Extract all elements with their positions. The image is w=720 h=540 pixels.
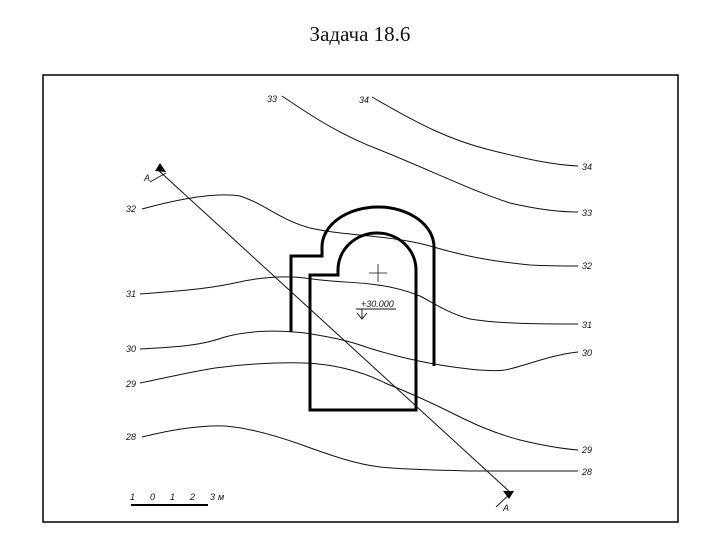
scale-tick-2: 2 [189,492,195,502]
section-line-a-a [156,168,512,494]
contour-label-29-right: 29 [581,445,592,455]
contour-32 [141,194,579,267]
contour-label-33-top: 33 [267,94,277,104]
contour-29 [139,362,579,451]
contour-28 [141,425,578,472]
scale-tick-3: 3 [210,492,215,502]
drawing-frame [42,74,679,523]
section-arrow-end-icon [495,490,514,508]
section-arrow-start-icon [149,163,167,183]
contour-label-33-right: 33 [582,208,592,218]
section-label-start: A [143,173,150,183]
contour-label-31-left: 31 [126,289,136,299]
contour-34 [371,96,579,167]
scale-tick-1: 1 [170,492,175,502]
contour-label-29-left: 29 [125,379,136,389]
contour-label-34-right: 34 [582,162,592,172]
contour-31 [139,276,579,325]
section-label-end: A [502,503,509,513]
building-block-outline [308,231,418,412]
slide-title: Задача 18.6 [309,22,411,46]
contour-label-28-right: 28 [581,467,592,477]
building-outer-wall [289,205,436,366]
contour-label-31-right: 31 [582,320,592,330]
contour-label-28-left: 28 [125,432,136,442]
benchmark-arrow-icon [356,308,396,320]
scale-tick-0: 0 [150,492,155,502]
contour-label-30-left: 30 [126,344,136,354]
contour-33 [281,95,579,213]
center-cross-icon [369,264,387,282]
scale-bar: 1 0 1 2 3 м [130,492,224,506]
benchmark-elevation: +30.000 [361,299,394,309]
contour-label-32-left: 32 [126,204,136,214]
contour-label-32-right: 32 [582,261,592,271]
scale-unit: м [218,492,224,502]
contour-label-34-top: 34 [359,95,369,105]
contour-label-30-right: 30 [582,348,592,358]
contour-30 [139,330,579,372]
scale-tick-1-neg: 1 [130,492,135,502]
